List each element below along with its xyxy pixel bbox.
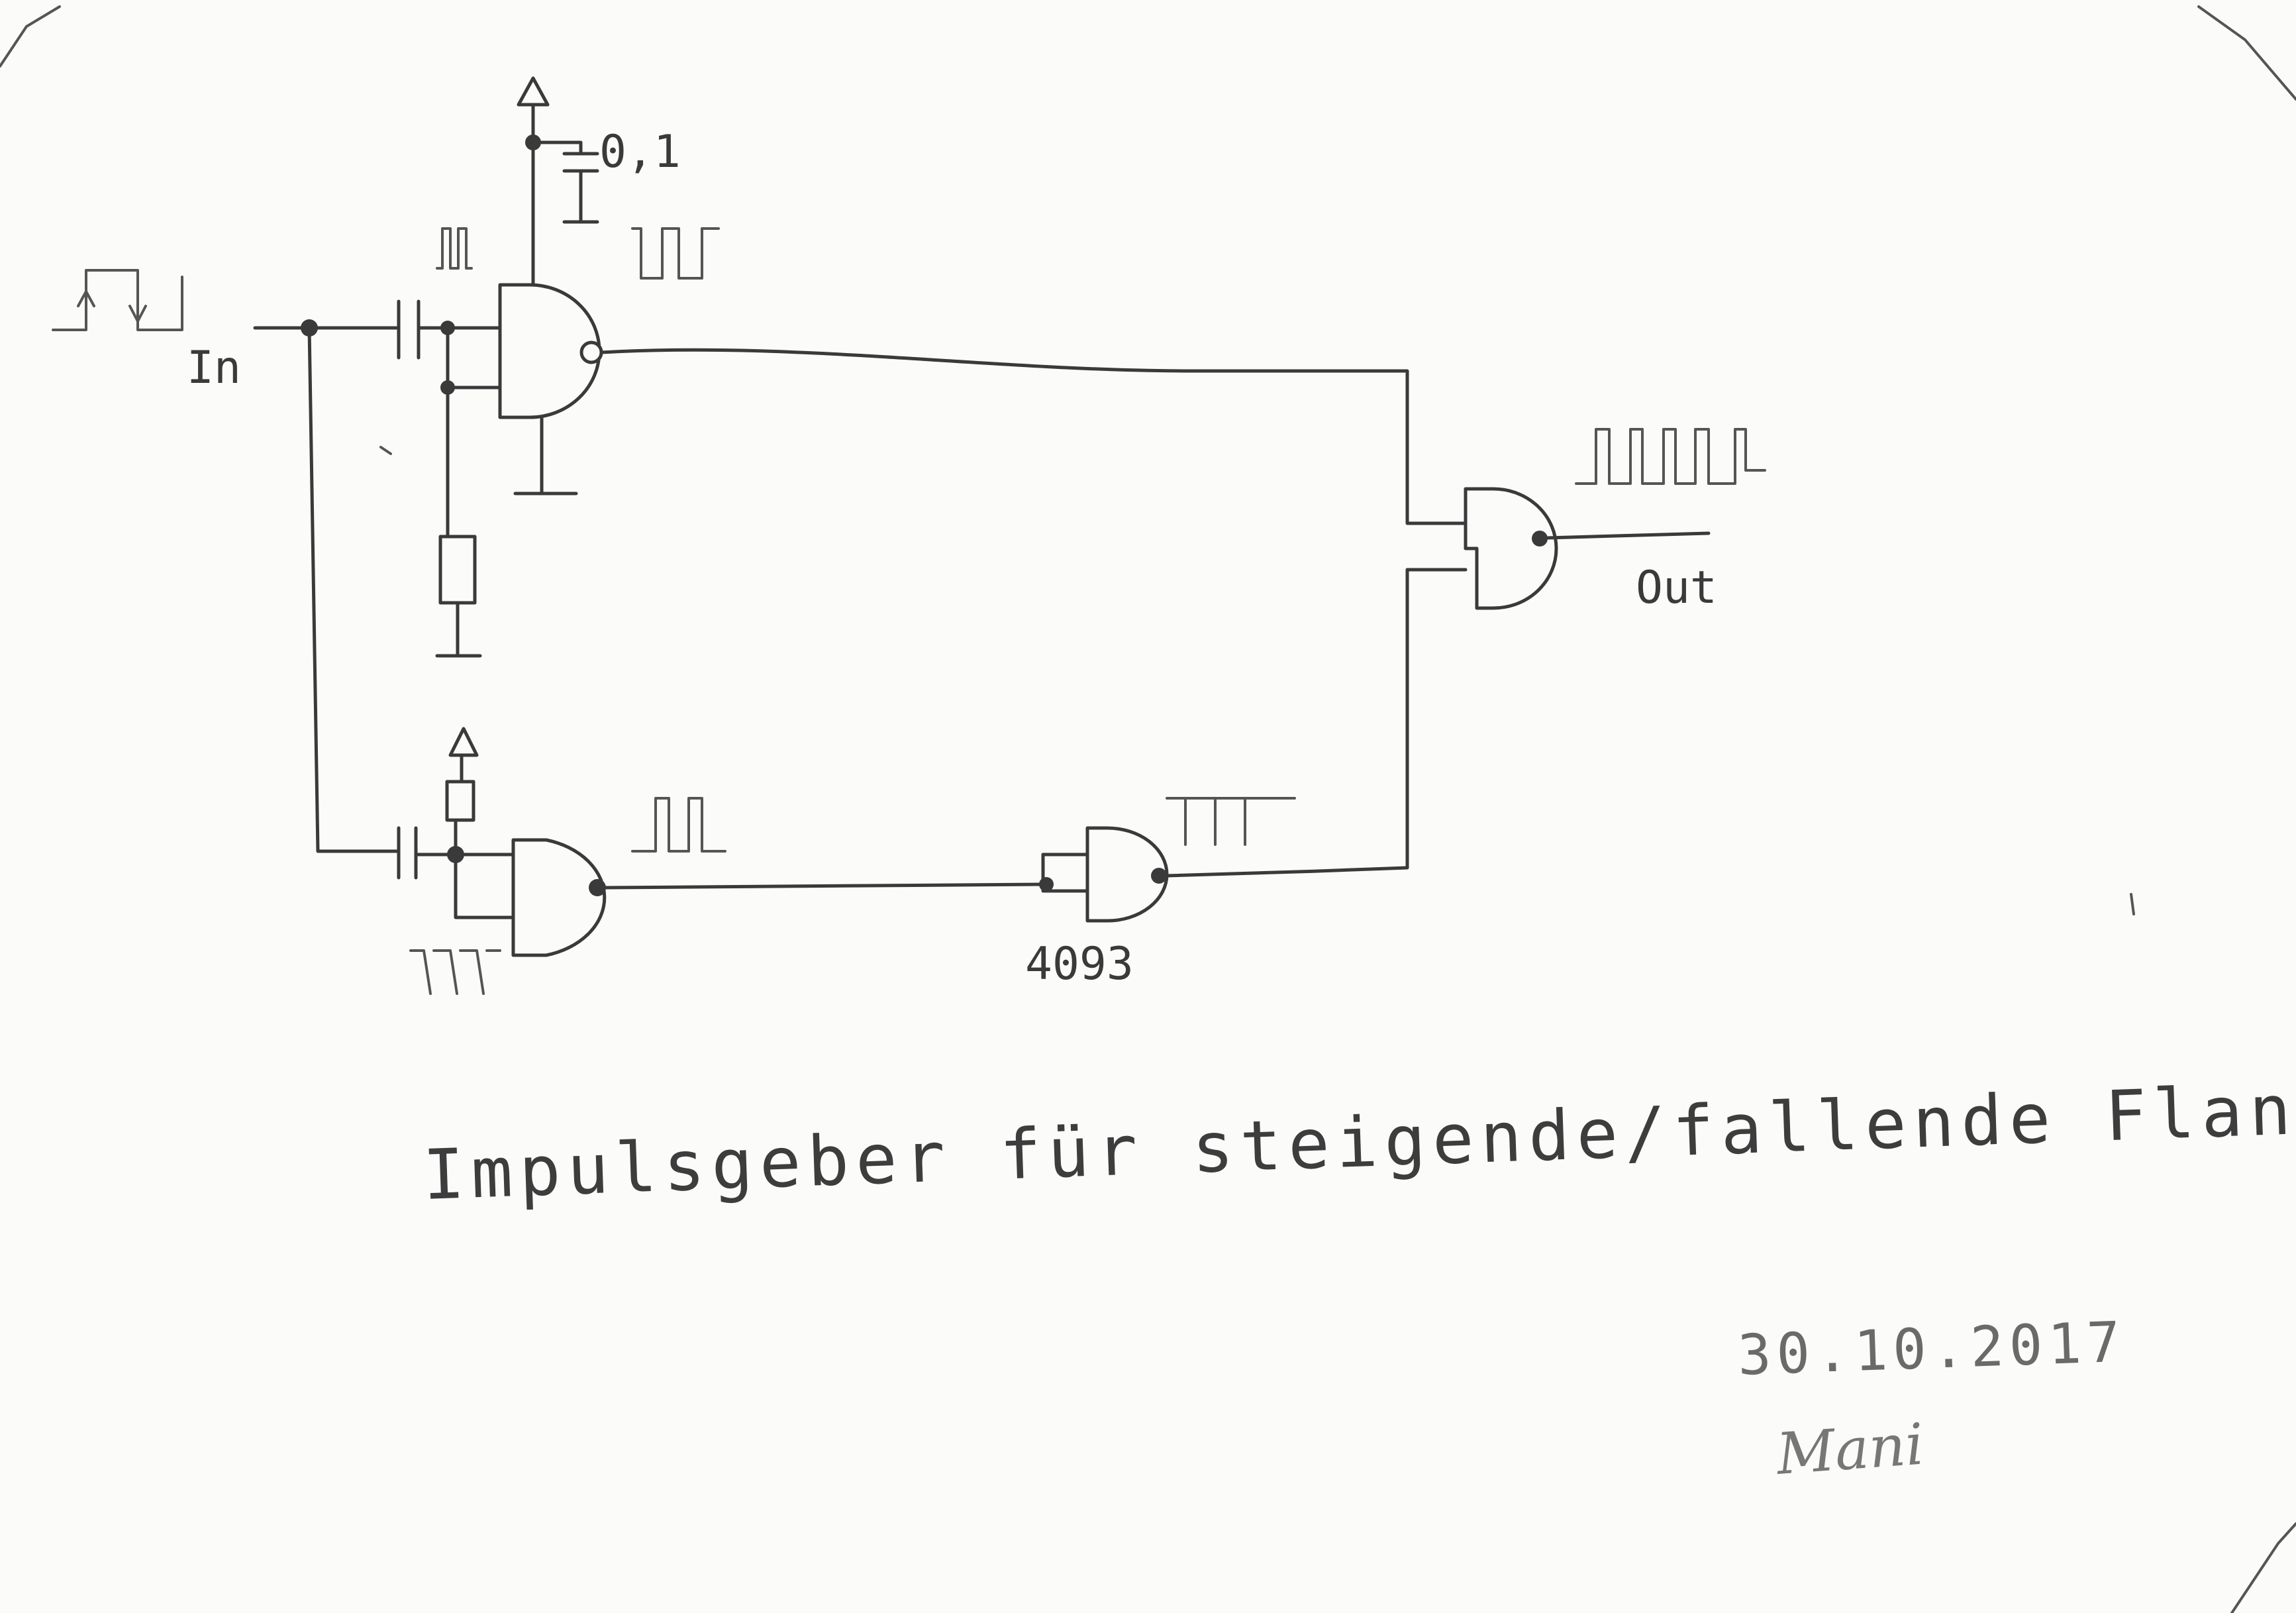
top-output-wire (599, 348, 1468, 525)
input-wire (253, 319, 401, 853)
date: 30.10.2017 (1736, 1310, 2126, 1388)
stray-mark (379, 446, 392, 455)
bottom-waveforms (409, 797, 1296, 995)
output-waveform (1575, 428, 1766, 485)
input-waveform (52, 269, 183, 331)
output-gate (1464, 487, 1711, 610)
bottom-and-gate (511, 838, 607, 957)
output-label: Out (1636, 562, 1717, 614)
signature: Mani (1773, 1412, 1926, 1488)
bottom-vcc-arrow-icon (448, 727, 479, 757)
paper-corner-marks (0, 5, 2296, 1613)
ic-label: 4093 (1025, 938, 1134, 990)
bottom-pullup-network (445, 727, 515, 919)
top-rc-network (435, 321, 502, 658)
top-resistor (438, 535, 477, 605)
capacitor-value: 0,1 (599, 126, 681, 178)
stray-mark (2130, 893, 2135, 915)
top-waveforms (436, 227, 720, 280)
top-nand-gate (498, 76, 603, 495)
bottom-link-wire (604, 882, 1045, 890)
top-nand-bubble (579, 340, 603, 364)
decoupling-capacitor (531, 140, 599, 224)
bottom-output-wire (1165, 568, 1468, 878)
top-ground-symbol (513, 415, 578, 495)
caption: Impulsgeber für steigende/fallende Flank… (422, 1066, 2296, 1216)
top-coupling-capacitor (397, 299, 502, 360)
input-label: In (187, 342, 241, 394)
bottom-coupling-capacitor (397, 826, 515, 880)
inverter-nand-4093 (1039, 826, 1169, 923)
vcc-arrow-icon (517, 76, 550, 107)
bottom-resistor (445, 780, 475, 822)
